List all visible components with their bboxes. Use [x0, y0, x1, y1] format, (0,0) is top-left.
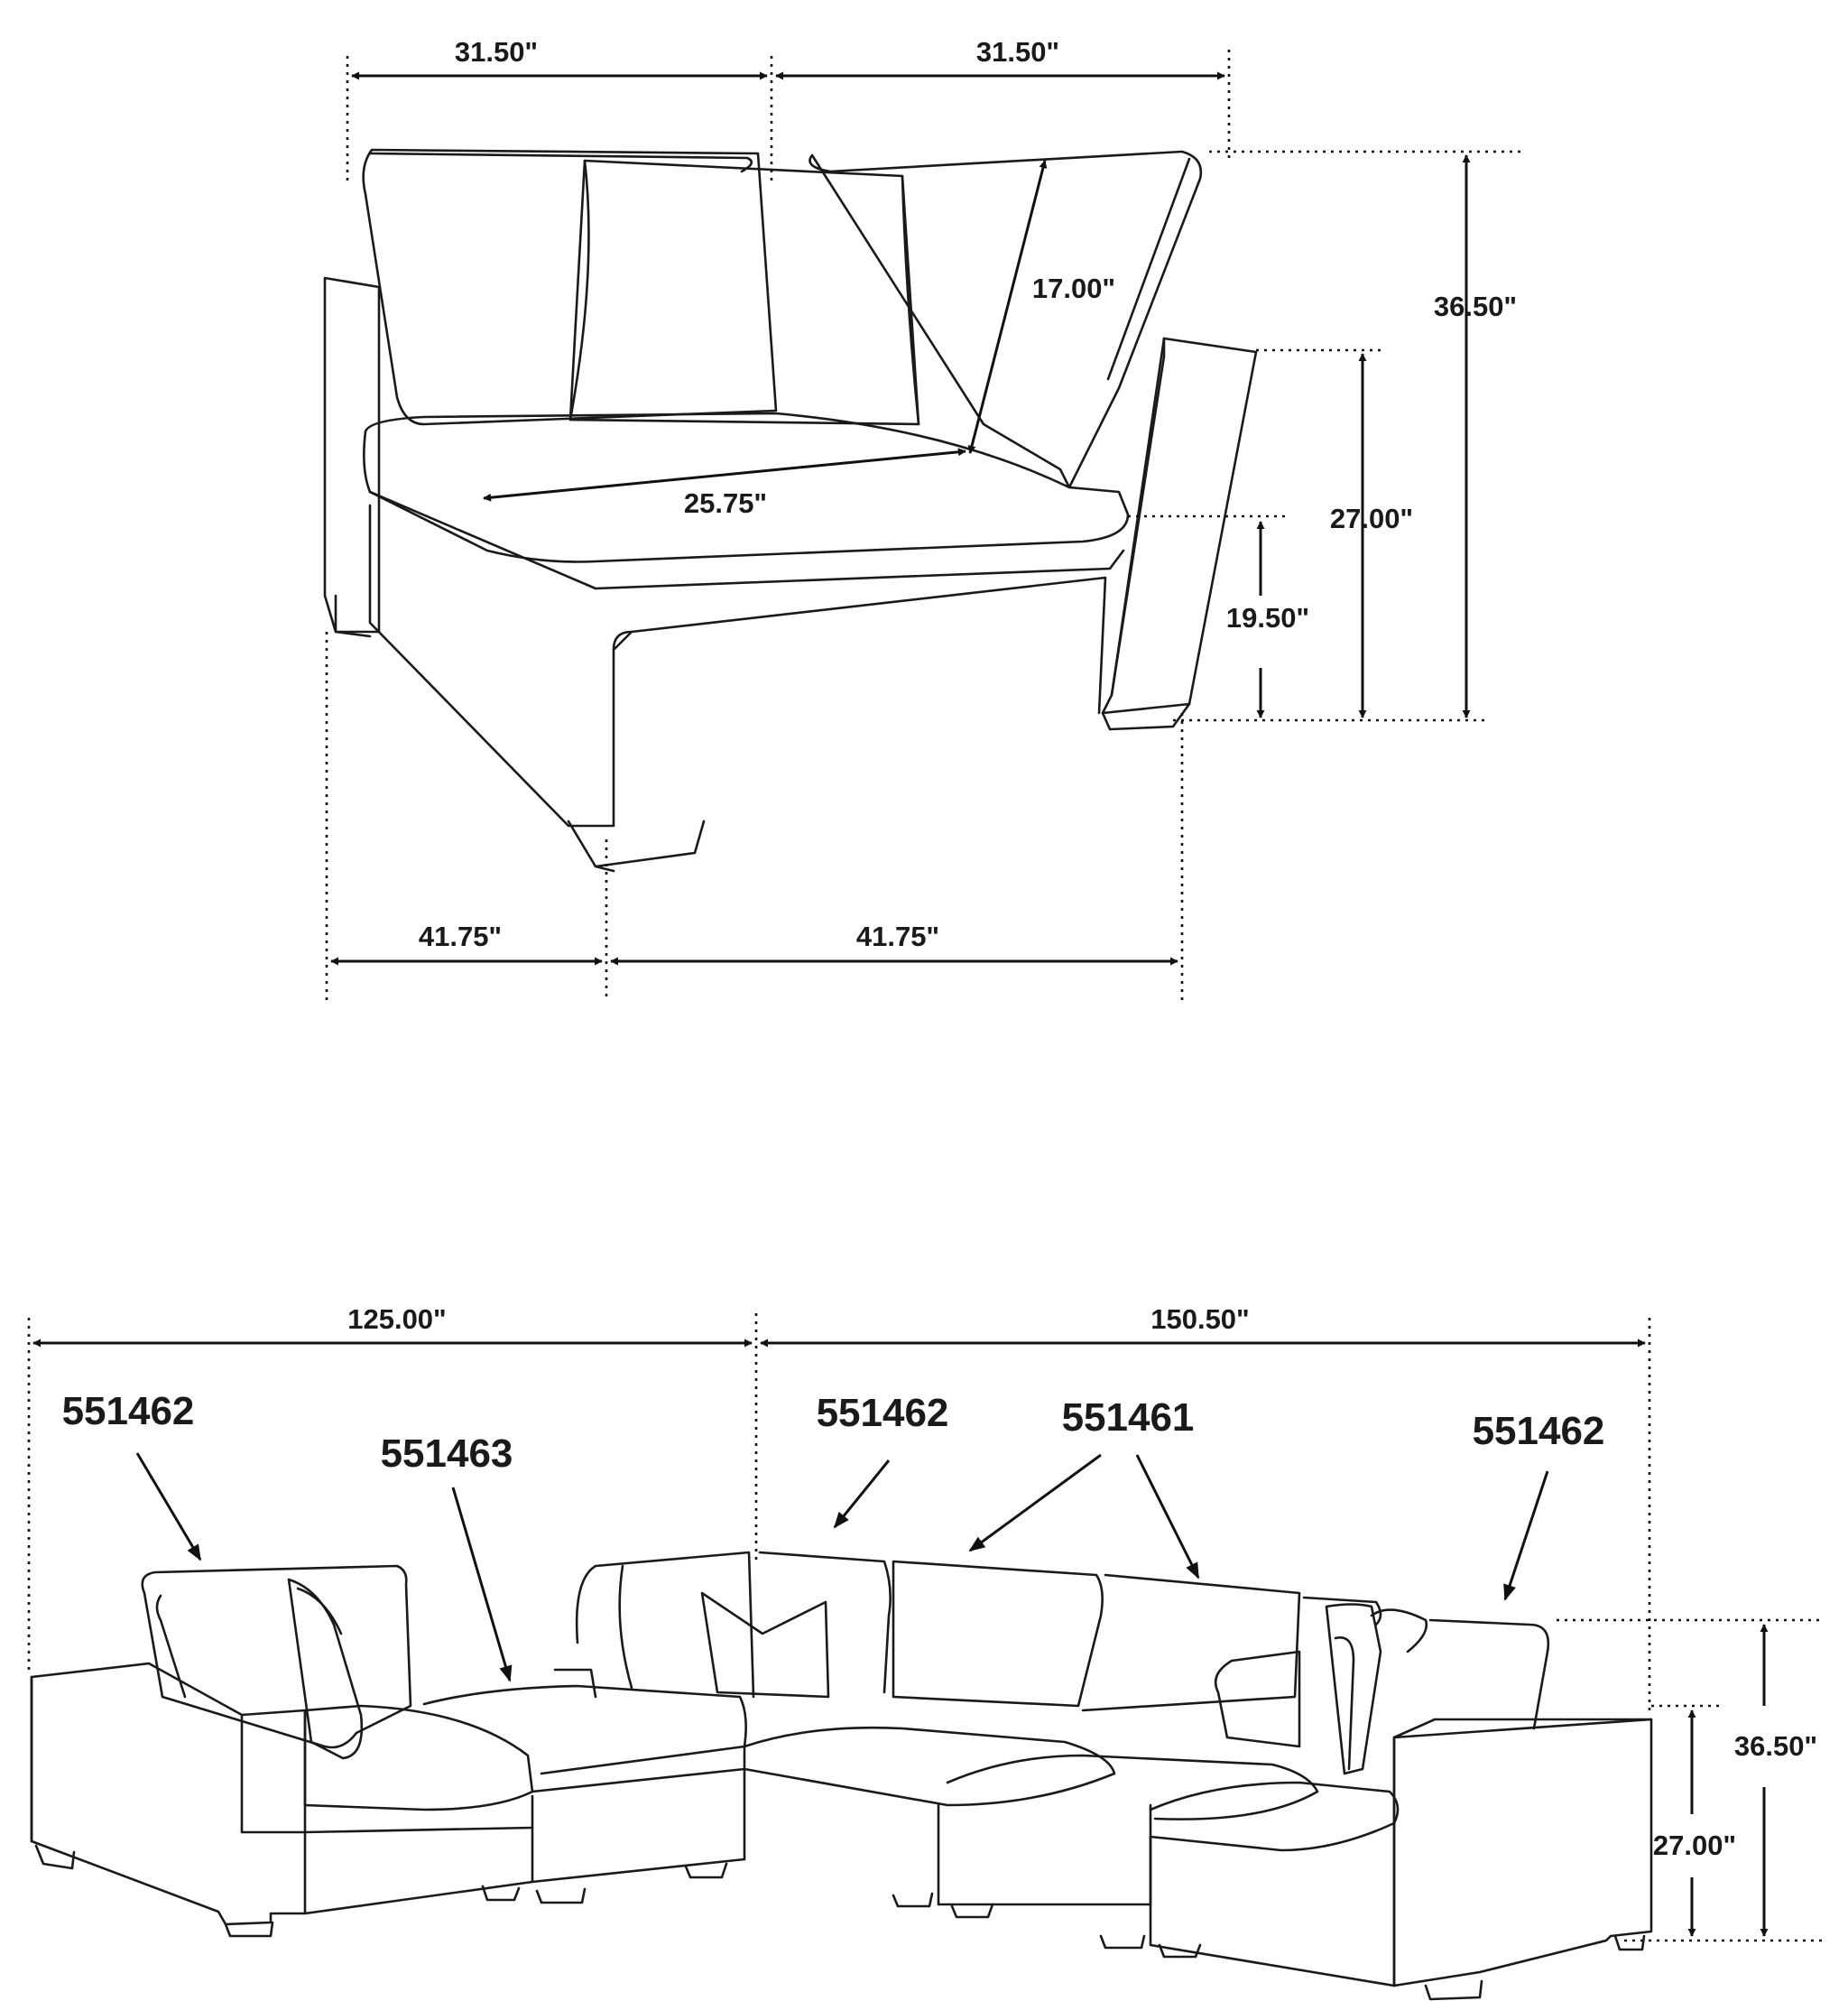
dim-arm-height-bottom-label: 27.00" — [1653, 1830, 1736, 1861]
dim-back-right-label: 31.50" — [976, 36, 1059, 68]
module-code-5: 551462 — [1473, 1409, 1605, 1453]
module-code-3: 551462 — [817, 1391, 949, 1435]
dim-height-label: 36.50" — [1734, 1730, 1817, 1762]
dim-arm-height-label: 27.00" — [1330, 503, 1413, 534]
dim-seat-depth-label: 25.75" — [684, 487, 767, 519]
top-dimension-gap-masks — [1250, 596, 1277, 668]
dim-base-right-label: 41.75" — [856, 921, 939, 952]
sectional-drawing — [30, 1551, 1653, 2001]
top-dimension-lines — [330, 71, 1471, 966]
module-code-1: 551462 — [62, 1389, 195, 1433]
dim-seat-height-label: 19.50" — [1226, 602, 1309, 634]
dim-total-height-label: 36.50" — [1434, 291, 1517, 322]
top-extension-lines — [325, 50, 1525, 1002]
module-callout-arrows — [135, 1452, 1549, 1682]
dim-right-width-label: 150.50" — [1150, 1303, 1250, 1335]
dim-left-width-label: 125.00" — [347, 1303, 447, 1335]
dim-base-left-label: 41.75" — [419, 921, 502, 952]
corner-chair-drawing — [323, 148, 1258, 873]
bottom-extension-lines — [27, 1313, 1823, 1942]
module-code-4: 551461 — [1062, 1395, 1195, 1440]
dim-back-cushion-label: 17.00" — [1032, 273, 1115, 304]
module-code-2: 551463 — [381, 1431, 513, 1476]
bottom-dimension-gap-masks — [1671, 1706, 1787, 1877]
dim-back-left-label: 31.50" — [455, 36, 538, 68]
